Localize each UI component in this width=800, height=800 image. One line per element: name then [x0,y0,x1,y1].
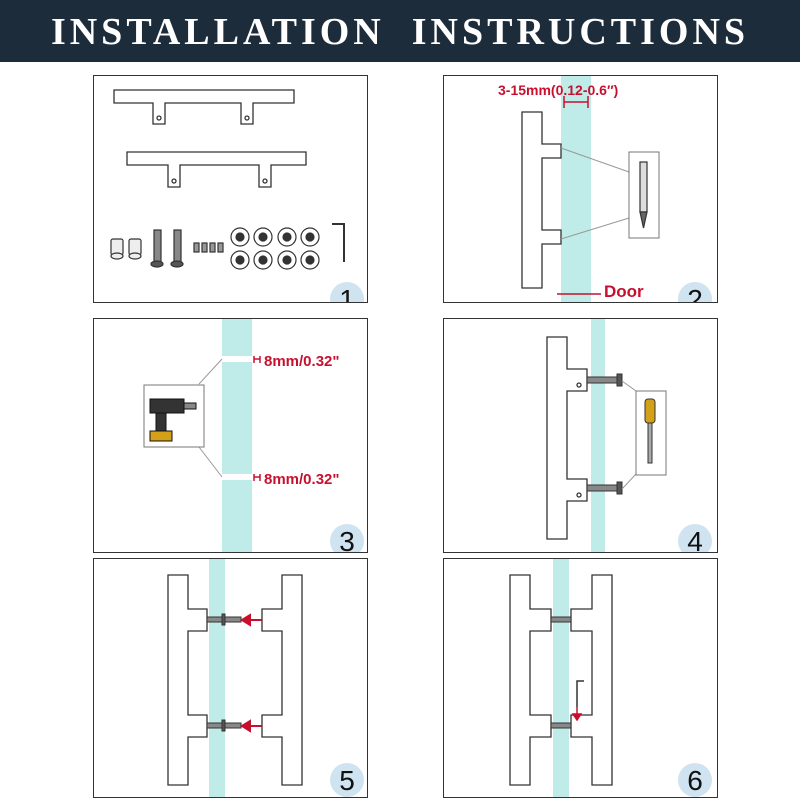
handle-bar-icon [521,111,562,289]
red-arrow-icon [571,707,583,722]
door-label: Door [604,282,644,301]
bolt-drawing [546,319,667,552]
hex-key-icon [576,680,584,707]
attach-drawing [167,559,303,797]
screwdriver-icon [644,398,656,464]
mounting-hardware-icon [110,229,224,268]
step-number-badge: 3 [330,524,364,552]
step-number-badge: 1 [330,282,364,302]
step-1-panel: 1 [93,75,368,303]
handle-bar-icon [167,574,303,786]
handle-bar-icon [126,151,307,188]
red-arrow-icon [240,613,262,733]
step-number-badge: 5 [330,763,364,797]
step-6-panel: 6 [443,558,718,798]
bolt-icon [550,616,572,729]
step-5-panel: 5 [93,558,368,798]
washer-icons [230,227,320,270]
hex-key-icon [332,223,345,262]
step-2-panel: 3-15mm(0.12-0.6″) Door 2 [443,75,718,303]
step-number-badge: 6 [678,763,712,797]
page-title: INSTALLATION INSTRUCTIONS [50,11,750,53]
handle-bar-icon [509,574,613,786]
measure-drawing [521,76,660,302]
step-3-panel: 8mm/0.32" 8mm/0.32" 3 [93,318,368,553]
bolt-icon [586,373,623,495]
hole-size-label-bottom: 8mm/0.32" [264,471,340,488]
tighten-drawing [509,559,613,797]
parts-drawing [110,89,345,270]
title-banner: INSTALLATION INSTRUCTIONS [0,0,800,62]
handle-bar-icon [546,336,588,540]
step-number-badge: 4 [678,524,712,552]
step-number-badge: 2 [678,282,712,302]
handle-bar-icon [113,89,295,125]
hole-size-label-top: 8mm/0.32" [264,353,340,370]
gap-range-label: 3-15mm(0.12-0.6″) [498,82,619,98]
drill-icon [149,398,197,442]
pencil-icon [639,161,648,229]
drill-drawing [143,319,261,552]
step-4-panel: 4 [443,318,718,553]
